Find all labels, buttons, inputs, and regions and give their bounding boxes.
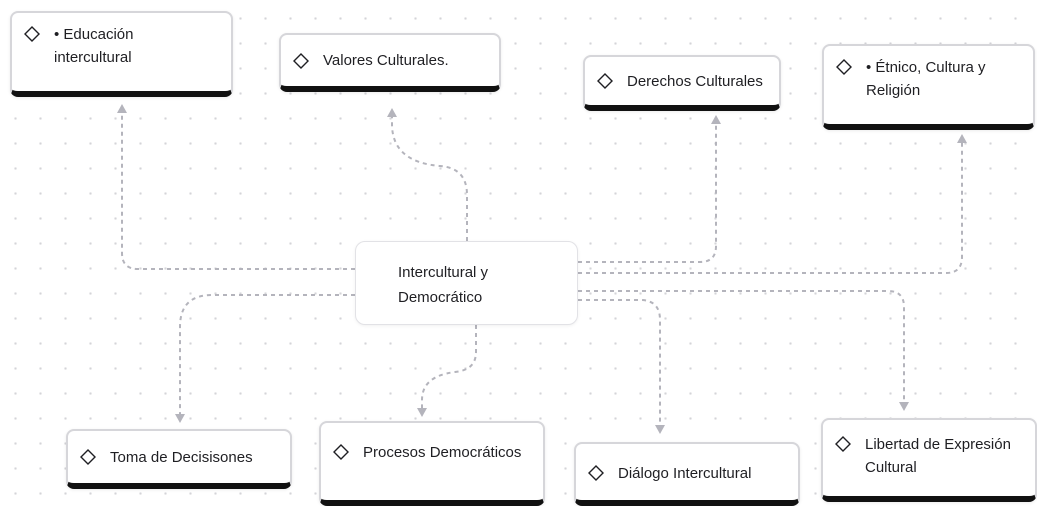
diamond-icon (293, 52, 309, 69)
diamond-icon (588, 465, 604, 481)
node-procesos-democraticos[interactable]: Procesos Democráticos (319, 421, 545, 506)
arrowhead-derechos (711, 115, 721, 124)
node-label: • Educación intercultural (54, 26, 134, 66)
node-valores-culturales[interactable]: Valores Culturales. (279, 33, 501, 92)
arrowhead-dialogo (655, 425, 665, 434)
central-node[interactable]: Intercultural y Democrático (355, 241, 578, 325)
diamond-icon (80, 449, 96, 465)
node-dialogo-intercultural[interactable]: Diálogo Intercultural (574, 442, 800, 506)
connector-derechos (578, 124, 717, 263)
diamond-icon (333, 444, 349, 460)
arrowhead-toma (175, 414, 185, 423)
arrowhead-educacion (117, 104, 127, 113)
connector-valores (391, 117, 468, 241)
diamond-icon (836, 59, 852, 75)
diamond-icon (835, 436, 851, 452)
node-toma-de-decisiones[interactable]: Toma de Decisisones (66, 429, 292, 489)
node-etnico-cultura-religion[interactable]: • Étnico, Cultura y Religión (822, 44, 1035, 130)
arrowhead-valores (387, 108, 397, 117)
diamond-icon (24, 26, 40, 42)
node-derechos-culturales[interactable]: Derechos Culturales (583, 55, 781, 111)
central-node-label: Intercultural y Democrático (398, 264, 489, 306)
node-educacion-intercultural[interactable]: • Educación intercultural (10, 11, 233, 97)
arrowhead-etnico (957, 134, 967, 143)
connector-procesos (421, 325, 477, 408)
node-libertad-de-expresion[interactable]: Libertad de Expresión Cultural (821, 418, 1037, 502)
node-label: Valores Culturales. (323, 52, 449, 69)
node-label: Diálogo Intercultural (618, 465, 752, 482)
connector-libertad (578, 290, 905, 402)
connector-toma (179, 294, 355, 414)
node-label: Procesos Democráticos (363, 444, 522, 461)
arrowhead-procesos (417, 408, 427, 417)
diamond-icon (597, 73, 613, 89)
node-label: Toma de Decisisones (110, 448, 253, 466)
node-label: • Étnico, Cultura y Religión (866, 59, 986, 99)
connector-etnico (578, 143, 963, 274)
node-label: Libertad de Expresión Cultural (865, 436, 1011, 476)
connector-dialogo (578, 299, 661, 425)
node-label: Derechos Culturales (627, 72, 763, 90)
connector-educacion (121, 113, 355, 270)
arrowhead-libertad (899, 402, 909, 411)
